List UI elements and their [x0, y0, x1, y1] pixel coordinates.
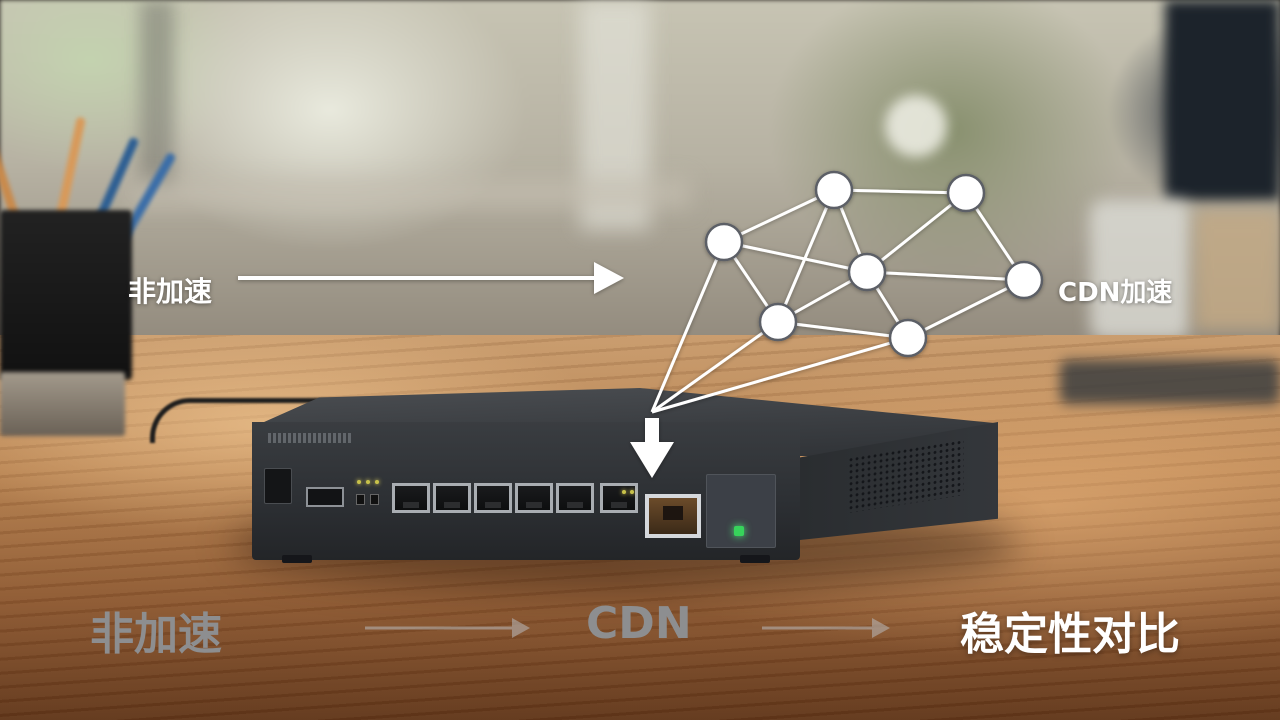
caption-step-non-accelerated: 非加速 [90, 609, 222, 660]
lan-port [515, 483, 553, 513]
status-led [734, 526, 744, 536]
network-node [758, 302, 798, 342]
bokeh-light [885, 95, 947, 157]
pencil-cup [0, 210, 132, 380]
indicator-led [357, 480, 361, 484]
network-edge [777, 320, 909, 340]
router-foot [740, 555, 770, 563]
network-node [847, 252, 887, 292]
window-sill [130, 178, 690, 208]
blurred-box [1195, 210, 1280, 330]
router-foot [282, 555, 312, 563]
caption-arrow [762, 618, 890, 638]
blurred-monitor [1165, 0, 1280, 200]
network-edge [723, 188, 835, 244]
lan-port [474, 483, 512, 513]
blurred-keyboard [1060, 360, 1280, 404]
book-stack [0, 372, 125, 436]
router-usb-port [306, 487, 344, 507]
lan-port [392, 483, 430, 513]
network-edge [651, 336, 909, 414]
network-edge [776, 189, 836, 323]
network-edge [650, 241, 726, 413]
indicator-led [630, 490, 634, 494]
router-power-switch [264, 468, 292, 504]
indicator-led [375, 480, 379, 484]
router-brand-logo [268, 433, 352, 443]
network-nodes [704, 170, 1044, 358]
wan-port [645, 494, 701, 538]
caption-step-cdn: CDN [586, 598, 692, 649]
down-arrow [630, 418, 674, 478]
lan-port [433, 483, 471, 513]
network-edges [650, 188, 1026, 414]
cdn-accelerated-label: CDN加速 [1058, 278, 1173, 308]
network-edge [866, 270, 1025, 282]
router-reset-button [356, 494, 365, 505]
lan-port [600, 483, 638, 513]
direct-path-arrow [238, 262, 624, 294]
indicator-led [366, 480, 370, 484]
network-node [1004, 260, 1044, 300]
caption-arrow [365, 618, 530, 638]
network-node [888, 318, 928, 358]
blurred-mug [1090, 200, 1190, 340]
router-wps-button [370, 494, 379, 505]
network-edge [651, 320, 779, 414]
caption-step-stability-comparison: 稳定性对比 [960, 609, 1180, 660]
network-node [946, 173, 986, 213]
network-node [814, 170, 854, 210]
network-edge [866, 191, 967, 274]
network-node [704, 222, 744, 262]
network-edge [723, 240, 868, 274]
lan-port [556, 483, 594, 513]
non-accelerated-label: 非加速 [128, 275, 213, 308]
network-edge [833, 188, 967, 195]
network-edge [907, 278, 1025, 340]
indicator-led [622, 490, 626, 494]
